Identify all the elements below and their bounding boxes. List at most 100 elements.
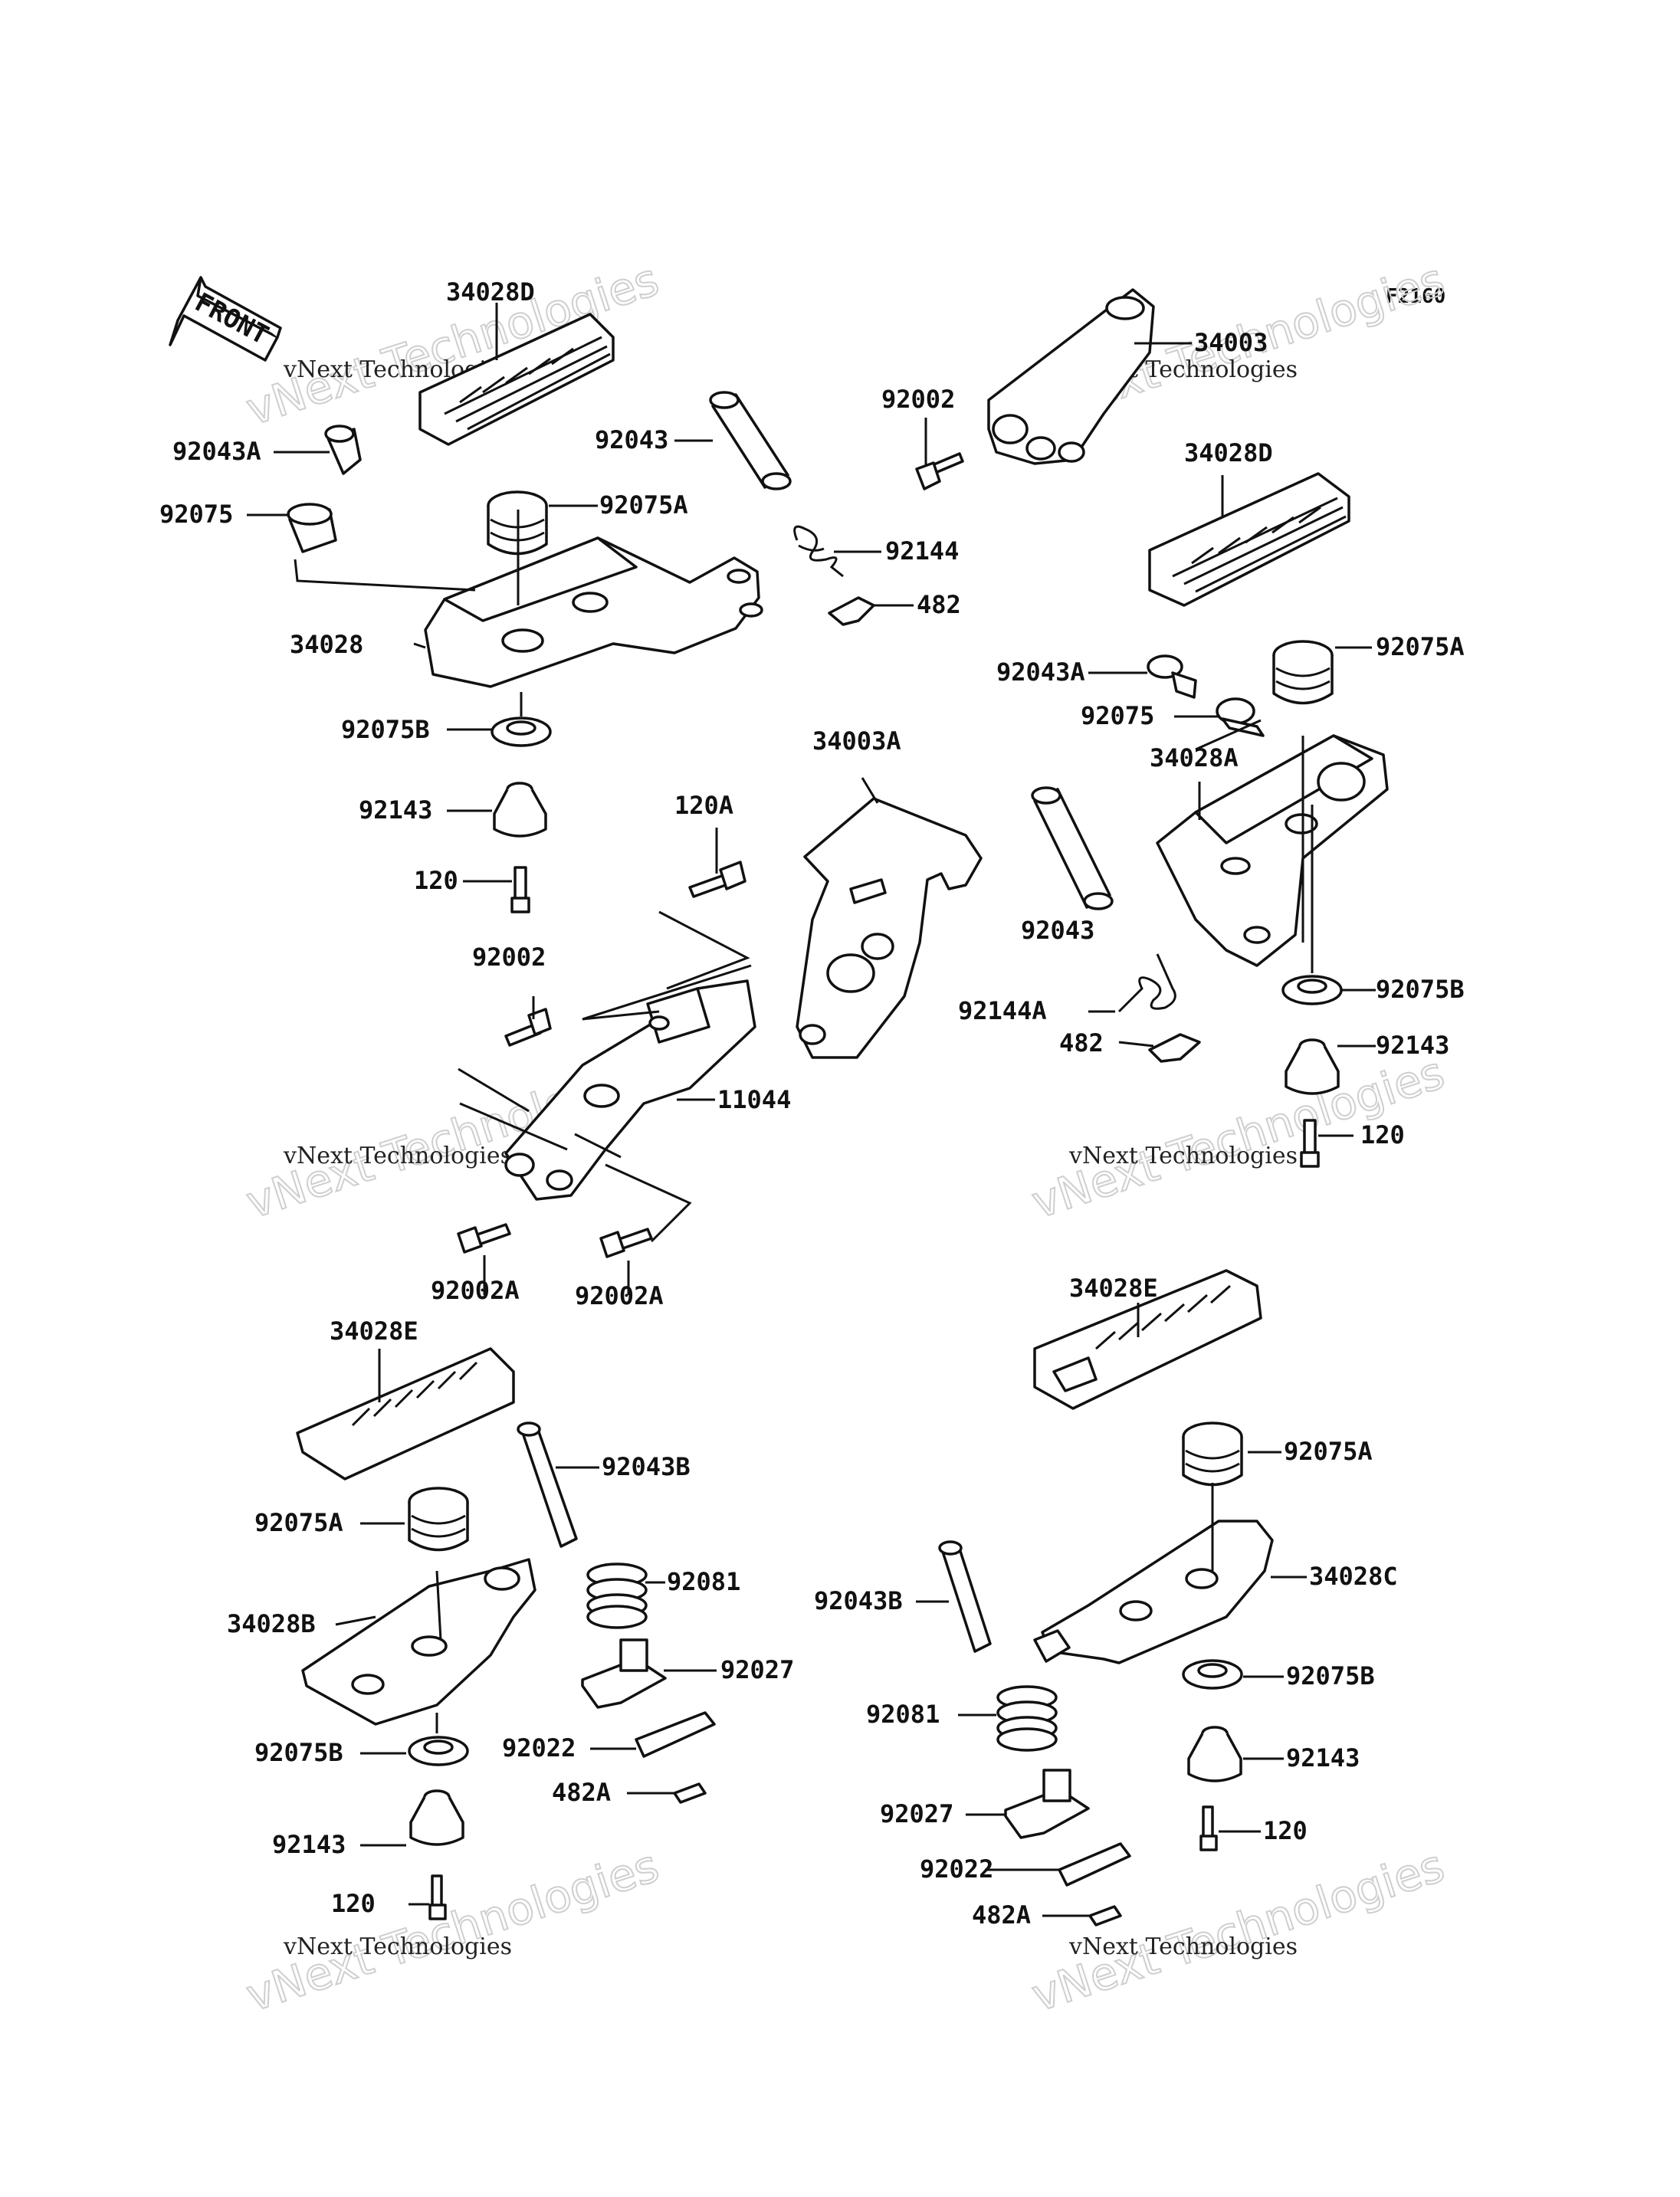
bushing-92075 <box>287 503 337 553</box>
callout-92022: 92022 <box>502 1733 576 1763</box>
callout-482: 482 <box>917 590 961 619</box>
clip-482a <box>673 1782 707 1804</box>
callout-92075-right: 92075 <box>1081 701 1154 730</box>
clip-482-right <box>1148 1033 1201 1063</box>
callout-482a: 482A <box>552 1778 611 1807</box>
callout-92143-lower: 92143 <box>272 1830 346 1859</box>
callout-34028a: 34028A <box>1150 743 1239 772</box>
callout-92143: 92143 <box>359 795 432 825</box>
callout-92043b: 92043B <box>602 1452 691 1481</box>
footpeg-rubber-34028d <box>418 313 615 446</box>
pin-92043b-right <box>938 1540 992 1653</box>
callout-92043-centre: 92043 <box>1021 916 1094 945</box>
damper-92143-right <box>1285 1038 1340 1095</box>
callout-92002-centre: 92002 <box>472 943 546 972</box>
callout-92043a-right: 92043A <box>996 657 1085 687</box>
callout-92027-right: 92027 <box>880 1799 953 1828</box>
footpeg-bracket-34028a <box>1156 734 1389 967</box>
callout-92027: 92027 <box>720 1655 794 1684</box>
grommet-92075a-right <box>1272 640 1334 705</box>
callout-34028b: 34028B <box>227 1609 316 1638</box>
callout-92081: 92081 <box>667 1567 740 1596</box>
bolt-92002 <box>915 452 964 490</box>
callout-92075a-lower: 92075A <box>254 1508 343 1537</box>
footpeg-rubber-34028e-right <box>1033 1269 1262 1410</box>
callout-92043: 92043 <box>595 425 668 454</box>
callout-34028d: 34028D <box>446 277 535 307</box>
callout-92143-lower-right: 92143 <box>1286 1743 1360 1772</box>
callout-120-lower: 120 <box>331 1889 376 1918</box>
callout-120-lower-right: 120 <box>1263 1816 1308 1845</box>
washer-92075b-lower <box>408 1736 469 1766</box>
svg-text:vNext Technologies: vNext Technologies <box>283 1143 512 1169</box>
stopper-92027 <box>581 1638 667 1709</box>
callout-482-right: 482 <box>1059 1028 1104 1058</box>
plate-92022 <box>635 1711 716 1758</box>
spring-92081-right <box>996 1685 1058 1752</box>
leader-lines <box>247 303 1376 1917</box>
callout-34003: 34003 <box>1194 328 1268 357</box>
grommet-92075a-lower <box>408 1487 469 1552</box>
grommet-92075a-lower-right <box>1182 1421 1243 1487</box>
callout-120: 120 <box>414 866 458 895</box>
bolt-120-right <box>1300 1119 1320 1168</box>
callout-120-right: 120 <box>1360 1120 1405 1149</box>
clip-482 <box>828 596 875 626</box>
bolt-92002a-right <box>599 1228 653 1258</box>
clip-482a-right <box>1088 1905 1122 1926</box>
footpeg-bracket-34028 <box>424 536 763 688</box>
pin-92043-centre <box>1031 786 1114 910</box>
pin-92043b <box>517 1421 578 1548</box>
callout-92144: 92144 <box>885 536 959 566</box>
footpeg-rubber-34028e <box>296 1347 515 1481</box>
damper-92143-lower <box>409 1789 464 1846</box>
bolt-92002a-left <box>457 1223 511 1254</box>
callout-92022-right: 92022 <box>920 1854 993 1884</box>
callout-92144a: 92144A <box>958 996 1047 1025</box>
callout-92043b-right: 92043B <box>814 1586 903 1615</box>
damper-92143-lower-right <box>1187 1726 1242 1782</box>
svg-text:vNext Technologies: vNext Technologies <box>1068 1143 1298 1169</box>
callout-92075: 92075 <box>159 500 233 529</box>
callout-labels: 34028D 92043A 92075 92075A 34028 92075B … <box>159 277 1465 1930</box>
footpeg-bracket-34028c <box>1033 1520 1274 1664</box>
stopper-92027-right <box>1004 1769 1090 1839</box>
bolt-120-lower-right <box>1199 1805 1218 1851</box>
svg-text:vNext Technologies: vNext Technologies <box>1068 1933 1298 1960</box>
callout-11044: 11044 <box>717 1085 791 1114</box>
callout-92081-right: 92081 <box>866 1700 940 1729</box>
bolt-120a <box>688 861 746 898</box>
spring-92144 <box>793 525 844 578</box>
callout-92075a-lower-right: 92075A <box>1284 1437 1373 1466</box>
callout-92075a: 92075A <box>599 490 688 520</box>
washer-92075b <box>491 716 552 747</box>
figure-code: F2160 <box>1386 285 1445 308</box>
bracket-34003a <box>796 797 983 1059</box>
bracket-11044 <box>504 979 756 1201</box>
callout-92075b-lower: 92075B <box>254 1738 343 1767</box>
callout-34028d-right: 34028D <box>1184 438 1273 467</box>
bracket-34003 <box>987 288 1155 465</box>
spring-92081 <box>586 1562 648 1629</box>
callout-92075b-right: 92075B <box>1376 975 1465 1004</box>
svg-text:vNext Technologies: vNext Technologies <box>283 1933 512 1960</box>
callout-34003a: 34003A <box>812 726 901 756</box>
callout-92043a: 92043A <box>172 437 261 466</box>
callout-92002: 92002 <box>881 385 955 414</box>
bolt-120-lower <box>428 1874 447 1920</box>
callout-34028: 34028 <box>290 630 363 659</box>
pin-92043a-right <box>1147 654 1197 699</box>
pin-92043a <box>324 425 362 475</box>
footpeg-bracket-34028b <box>301 1558 536 1726</box>
callout-92002a-right: 92002A <box>575 1281 664 1310</box>
callout-34028e: 34028E <box>330 1317 418 1346</box>
callout-92075a-right: 92075A <box>1376 632 1465 661</box>
callout-34028e-right: 34028E <box>1069 1274 1158 1303</box>
callout-92002a-left: 92002A <box>431 1276 520 1305</box>
bolt-120 <box>510 866 530 913</box>
callout-92075b: 92075B <box>341 715 430 744</box>
pin-92043 <box>709 391 792 490</box>
callout-92143-right: 92143 <box>1376 1031 1449 1060</box>
callout-482a-right: 482A <box>972 1900 1031 1930</box>
